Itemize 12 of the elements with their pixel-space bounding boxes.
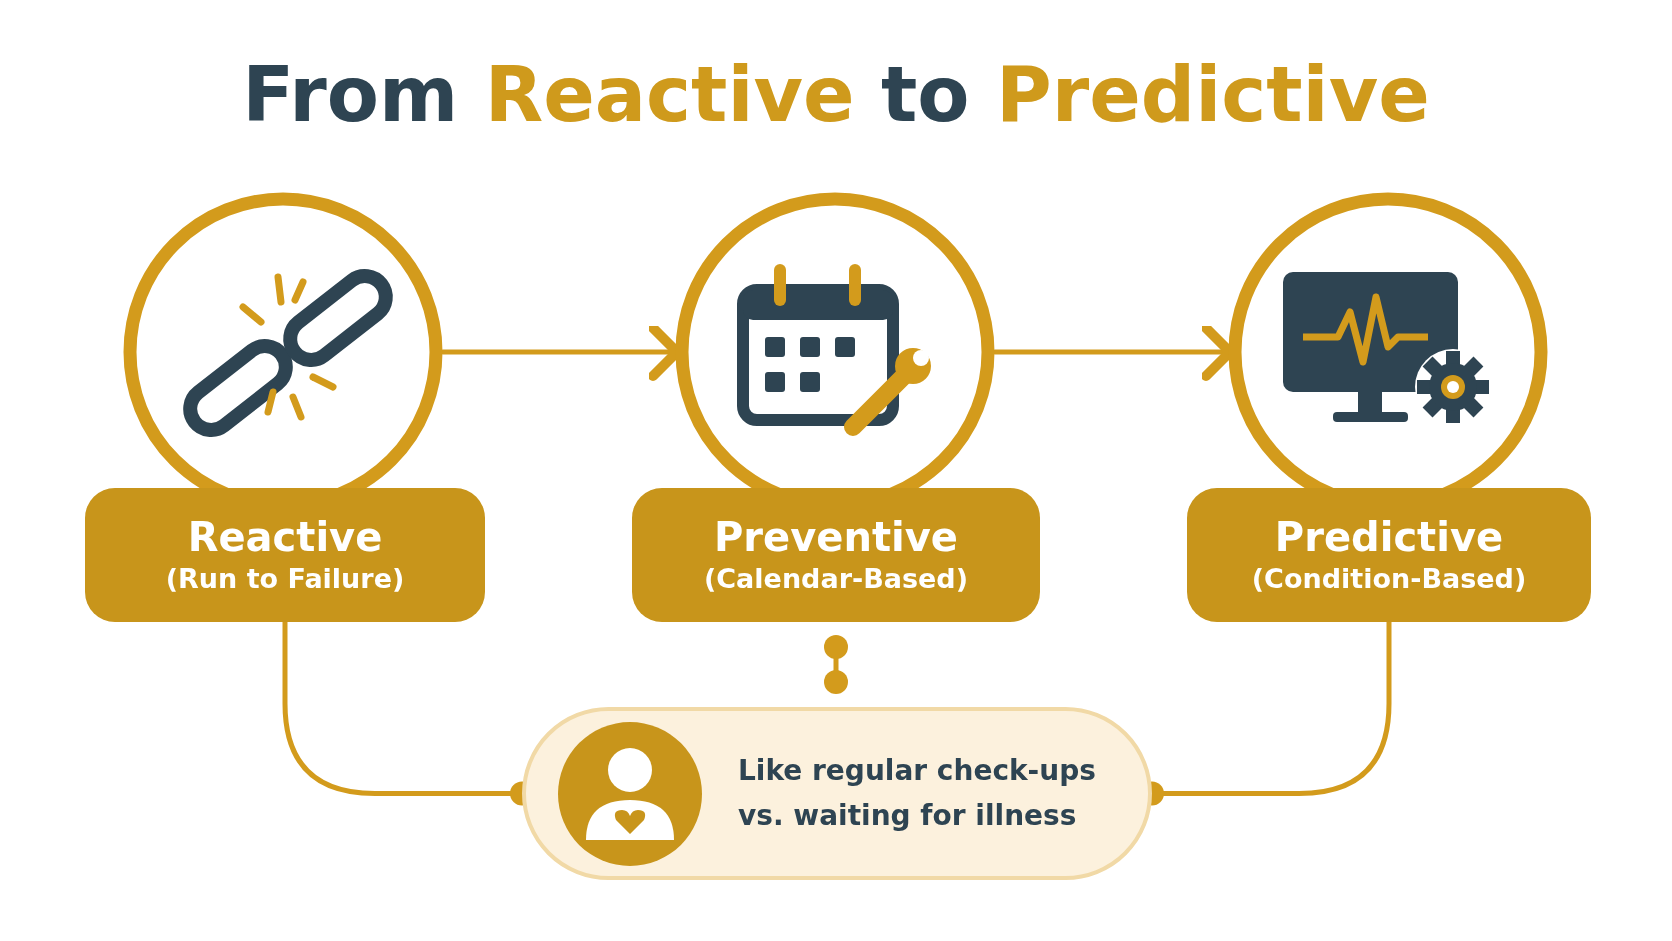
stage-subtitle: (Condition-Based) (1251, 562, 1527, 597)
stage-label-box (632, 488, 1040, 622)
title: From Reactive to Predictive (241, 50, 1431, 139)
stage-label-box (1187, 488, 1591, 622)
connector-line (824, 635, 848, 694)
stage-title: Reactive (187, 513, 383, 562)
stage-subtitle: (Run to Failure) (165, 562, 405, 597)
stage-title: Predictive (1274, 513, 1504, 562)
analogy-text: Like regular check-ups vs. waiting for illness (738, 752, 1097, 834)
stage-title: Preventive (714, 513, 958, 562)
stage-subtitle: (Calendar-Based) (703, 562, 969, 597)
stage-label-box (85, 488, 485, 622)
